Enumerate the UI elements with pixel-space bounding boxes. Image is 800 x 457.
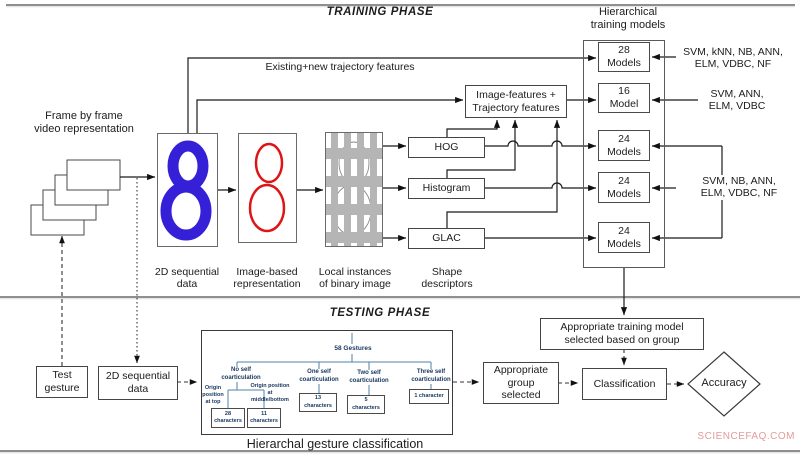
testing-phase-label: TESTING PHASE — [329, 307, 431, 319]
tree-leaf-11: 11 characters — [247, 408, 281, 428]
model-box-24a: 24 Models — [598, 130, 650, 161]
models-panel — [583, 40, 665, 268]
grid-pattern — [326, 133, 382, 246]
hog-box: HOG — [408, 137, 485, 158]
training-phase-label: TRAINING PHASE — [326, 6, 434, 18]
model-count: 24 — [618, 224, 630, 237]
tree-lines — [227, 333, 432, 408]
tree-branch-no-self: No self coarticulation — [221, 367, 261, 381]
test-gesture-box: Test gesture — [36, 366, 88, 398]
tree-leaf-1: 1 character — [409, 389, 449, 404]
image-trajectory-features-box: Image-features + Trajectory features — [465, 85, 567, 118]
caption-local-instances: Local instances of binary image — [318, 266, 392, 291]
testing-seq-data-box: 2D sequential data — [98, 366, 178, 400]
existing-new-trajectory-label: Existing+new trajectory features — [265, 61, 415, 73]
model-unit: Models — [607, 237, 641, 250]
model-unit: Model — [609, 98, 639, 110]
model-count: 16 — [618, 85, 630, 98]
classifier-set-1: SVM, kNN, NB, ANN, ELM, VDBC, NF — [683, 46, 783, 71]
model-count: 24 — [618, 174, 630, 187]
blue-eight-figure — [160, 140, 212, 241]
tree-branch-three-self: Three self coarticulation — [411, 369, 451, 383]
gesture-tree-panel — [201, 330, 453, 435]
model-select-box: Appropriate training model selected base… — [540, 318, 704, 350]
classifier-set-2: SVM, ANN, ELM, VDBC — [708, 88, 766, 113]
red-eight-figure — [248, 142, 286, 233]
binary-image-grid — [325, 132, 383, 247]
model-box-24b: 24 Models — [598, 172, 650, 203]
dashed-arrows — [59, 178, 685, 387]
watermark: SCIENCEFAQ.COM — [697, 431, 795, 442]
model-count: 24 — [618, 132, 630, 145]
tree-leaf-5: 5 characters — [347, 395, 385, 414]
tree-leaf-28: 28 characters — [211, 408, 245, 428]
model-unit: Models — [607, 145, 641, 158]
model-box-16: 16 Model — [598, 83, 650, 113]
caption-2d-sequential: 2D sequential data — [154, 266, 220, 291]
frame-rules — [0, 4, 800, 454]
classification-box: Classification — [582, 368, 667, 400]
tree-edge-origin-middle: Origin position at middle/bottom — [250, 383, 290, 403]
frame-by-frame-label: Frame by frame video representation — [34, 110, 134, 135]
classifier-set-3: SVM, NB, ANN, ELM, VDBC, NF — [676, 175, 800, 200]
tree-leaf-13: 13 characters — [299, 393, 337, 412]
video-frame-stack — [30, 159, 121, 236]
caption-shape-descriptors: Shape descriptors — [421, 266, 473, 291]
hierarchical-models-title: Hierarchical training models — [590, 6, 666, 31]
glac-box: GLAC — [408, 228, 485, 249]
histogram-box: Histogram — [408, 178, 485, 199]
model-count: 28 — [618, 44, 630, 57]
tree-branch-two-self: Two self coarticulation — [349, 370, 389, 384]
caption-image-based: Image-based representation — [233, 266, 301, 291]
model-unit: Models — [607, 187, 641, 200]
model-box-28: 28 Models — [598, 42, 650, 72]
accuracy-label: Accuracy — [701, 377, 747, 389]
tree-root-label: 58 Gestures — [334, 345, 372, 352]
appropriate-group-box: Appropriate group selected — [483, 362, 559, 404]
tree-edge-origin-top: Origin position at top — [202, 385, 224, 405]
model-unit: Models — [607, 57, 641, 69]
model-box-24c: 24 Models — [598, 222, 650, 253]
tree-caption: Hierarchal gesture classification — [246, 437, 424, 451]
accuracy-diamond-shape — [687, 351, 761, 417]
tree-branch-one-self: One self coarticulation — [299, 369, 339, 383]
image-based-representation-image — [238, 133, 297, 243]
2d-sequential-data-image — [157, 133, 218, 247]
frame-rect — [66, 159, 121, 191]
